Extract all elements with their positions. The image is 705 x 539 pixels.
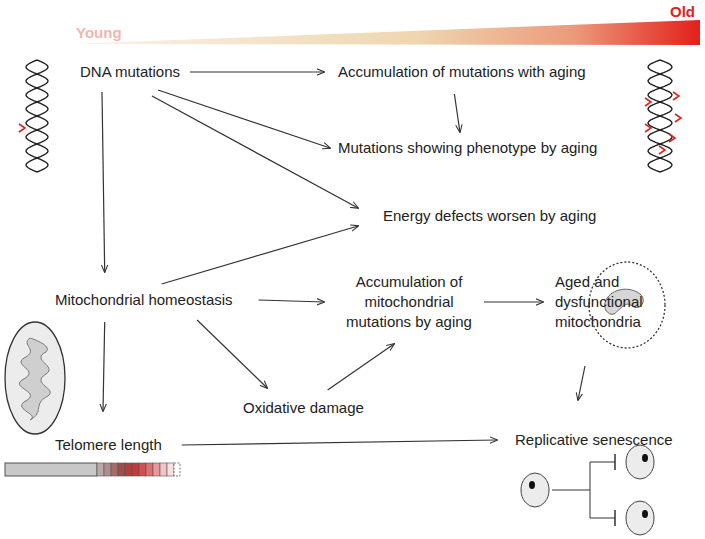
text-node: Oxidative damage — [243, 398, 364, 418]
axis-label: Young — [76, 24, 122, 41]
text-node: Mitochondrial homeostasis — [55, 290, 233, 310]
age-gradient-wedge — [70, 20, 700, 45]
arrow-connector — [578, 366, 585, 400]
text-node: Telomere length — [55, 435, 162, 455]
arrow-connector — [197, 320, 267, 388]
axis-label: Old — [670, 3, 695, 20]
node-text: Telomere length — [55, 435, 162, 455]
dna-helix-old — [645, 60, 681, 172]
text-node: Replicative senescence — [515, 430, 673, 450]
node-text: Energy defects worsen by aging — [383, 206, 596, 226]
text-node: Accumulation of mutations with aging — [338, 62, 586, 82]
arrow-connector — [259, 300, 324, 302]
arrow-connector — [484, 301, 543, 302]
node-text: DNA mutations — [80, 62, 180, 82]
arrow-connector — [102, 92, 105, 272]
mitochondrion-healthy — [5, 322, 65, 434]
node-text: Mitochondrial homeostasis — [55, 290, 233, 310]
text-node: Accumulation of mitochondrial mutations … — [334, 272, 484, 332]
arrow-connector — [182, 440, 497, 445]
telomere-bar — [5, 463, 180, 476]
cell-division — [521, 445, 654, 535]
node-text: Mutations showing phenotype by aging — [338, 138, 597, 158]
text-node: DNA mutations — [80, 62, 180, 82]
node-text: Aged and dysfunctional mitochondria — [555, 272, 655, 332]
arrow-connector — [152, 96, 358, 208]
dna-helix-young — [19, 60, 48, 172]
arrow-connector — [103, 322, 105, 411]
text-node: Mutations showing phenotype by aging — [338, 138, 597, 158]
arrow-connector — [162, 226, 358, 284]
text-node: Energy defects worsen by aging — [383, 206, 596, 226]
node-text: Accumulation of mitochondrial mutations … — [334, 272, 484, 332]
arrow-connector — [454, 94, 460, 132]
node-text: Accumulation of mutations with aging — [338, 62, 586, 82]
text-node: Aged and dysfunctional mitochondria — [555, 272, 655, 332]
node-text: Oxidative damage — [243, 398, 364, 418]
arrow-connector — [158, 90, 330, 148]
arrow-connector — [190, 71, 324, 72]
node-text: Replicative senescence — [515, 430, 673, 450]
arrow-connector — [328, 344, 394, 390]
